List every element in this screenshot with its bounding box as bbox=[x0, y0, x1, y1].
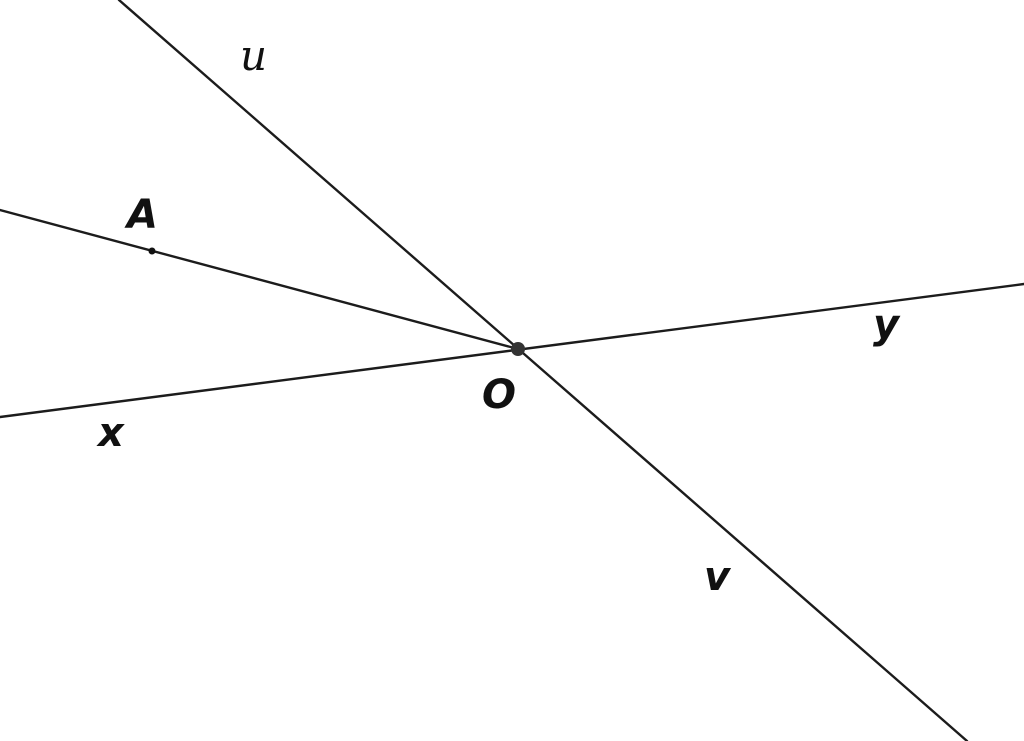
label-v: v bbox=[704, 554, 732, 600]
point-a bbox=[148, 247, 156, 255]
label-x: x bbox=[96, 410, 125, 456]
ray-o-a bbox=[0, 208, 520, 351]
label-a: A bbox=[124, 192, 158, 238]
line-u-v bbox=[117, 0, 969, 741]
point-o bbox=[511, 342, 525, 356]
label-u: u bbox=[240, 31, 267, 80]
label-o: O bbox=[482, 372, 516, 418]
label-y: y bbox=[873, 302, 901, 348]
